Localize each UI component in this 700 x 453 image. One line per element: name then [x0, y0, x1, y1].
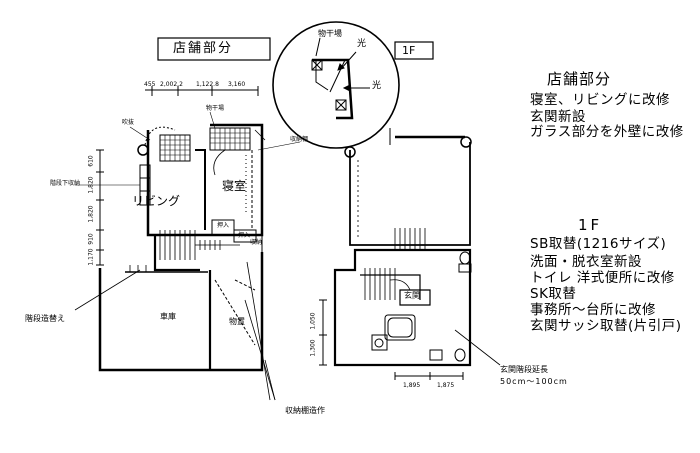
room-garage: 車庫	[160, 312, 176, 321]
dim-top-3: 1,122.8	[196, 81, 219, 88]
title-box-1f	[394, 41, 434, 60]
notes-shop-line-2: 玄関新設	[530, 109, 586, 125]
dim-right-1: 1,050	[309, 312, 317, 330]
label-under-stair: 階段下収納	[50, 180, 81, 187]
notes-shop-line-1: 寝室、リビングに改修	[530, 92, 670, 108]
detail-drying-area: 物干場	[318, 29, 342, 38]
notes-floor-line-1: SB取替(1216サイズ)	[530, 236, 667, 252]
label-storage2: 収納	[250, 239, 263, 246]
dim-top-4: 3,160	[228, 81, 246, 88]
notes-floor-line-3: トイレ 洋式便所に改修	[530, 270, 675, 286]
label-oshiire-1: 押入	[217, 222, 230, 229]
notes-shop-title: 店舗部分	[547, 70, 612, 88]
annot-entrance-stair-title: 玄関階段延長	[500, 365, 548, 374]
annot-shelf-build: 収納棚造作	[285, 406, 325, 415]
dim-left-2: 1,820	[87, 176, 95, 194]
right-floor-plan	[319, 128, 501, 380]
dim-top-2: 2,002.2	[160, 81, 183, 88]
dim-left-3: 1,820	[87, 205, 95, 223]
dim-left-1: 610	[87, 155, 95, 167]
detail-light-top: 光	[357, 39, 367, 49]
room-living: リビング	[132, 194, 181, 208]
label-oshiire-2: 押入	[238, 232, 251, 239]
dim-left-5: 1,170	[87, 248, 95, 266]
detail-circle	[272, 21, 400, 149]
dim-top-1: 455	[144, 81, 156, 88]
label-laundry: 物干場	[206, 105, 225, 112]
left-floor-plan	[74, 86, 301, 401]
notes-floor-line-6: 玄関サッシ取替(片引戸)	[530, 318, 682, 334]
room-bedroom: 寝室	[222, 179, 247, 193]
dim-bottom-1: 1,895	[403, 382, 421, 389]
dim-bottom-2: 1,875	[437, 382, 455, 389]
title-shop-part: 店舗部分	[173, 41, 234, 56]
title-1f: 1F	[402, 44, 416, 57]
notes-shop-line-3: ガラス部分を外壁に改修	[530, 124, 684, 140]
dim-right-2: 1,300	[309, 339, 317, 357]
annot-stair-rebuild: 階段造替え	[25, 314, 65, 323]
label-storage-shelf: 収納棚	[290, 136, 309, 143]
room-storage: 物置	[229, 317, 245, 326]
notes-floor-line-4: SK取替	[530, 286, 577, 302]
notes-floor-title: 1F	[578, 216, 603, 234]
label-balcony: 吹抜	[122, 119, 135, 126]
dim-left-4: 910	[87, 233, 95, 245]
detail-light-right: 光	[372, 81, 382, 91]
room-entrance: 玄関	[404, 291, 420, 300]
title-box-shop	[157, 37, 271, 61]
annot-entrance-stair-value: 50cm〜100cm	[500, 377, 568, 386]
notes-floor-line-2: 洗面・脱衣室新設	[530, 254, 642, 270]
notes-floor-line-5: 事務所〜台所に改修	[530, 302, 656, 318]
